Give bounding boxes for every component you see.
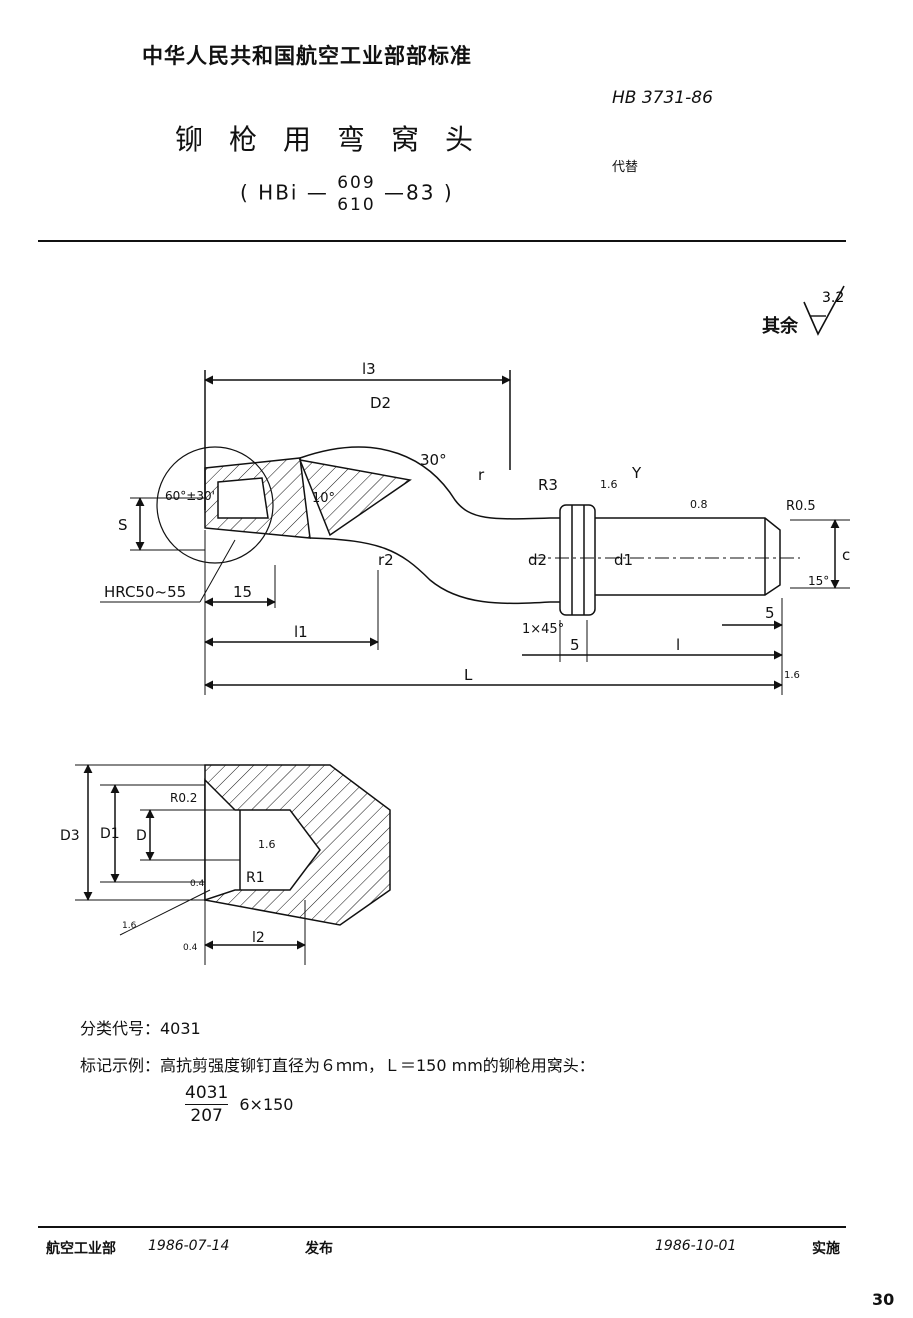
label-15: 15	[233, 583, 252, 601]
label-small-2: 1.6	[122, 921, 137, 931]
label-d2-diam: d2	[528, 551, 547, 569]
fraction-suffix: 6×150	[239, 1095, 294, 1114]
label-angle-60: 60°±30'	[165, 489, 215, 503]
label-r: r	[478, 466, 485, 484]
label-r1: R1	[246, 870, 265, 886]
label-d-detail: D	[136, 828, 147, 844]
label-d1-detail: D1	[100, 826, 120, 842]
subtitle-prefix: ( HBi —	[240, 180, 329, 205]
document-title: 铆枪用弯窝头	[175, 123, 500, 156]
label-r02: R0.2	[170, 791, 197, 805]
label-l1: l1	[294, 623, 308, 641]
label-5-right: 5	[765, 604, 775, 622]
label-rough-16-detail: 1.6	[258, 838, 276, 851]
label-l2: l2	[252, 930, 265, 946]
label-angle-30: 30°	[420, 451, 447, 469]
subtitle-num-bottom: 610	[337, 195, 376, 215]
fraction-top: 4031	[185, 1083, 229, 1105]
label-chamfer: 1×45°	[522, 622, 564, 637]
footer-rule	[38, 1226, 846, 1228]
issuer: 航空工业部	[46, 1241, 116, 1257]
page-number: 30	[872, 1290, 895, 1309]
classification-note: 分类代号：4031	[80, 1019, 201, 1038]
label-angle-10: 10°	[312, 491, 335, 506]
replaces-label: 代替	[612, 160, 639, 175]
marking-example: 标记示例：高抗剪强度铆钉直径为６ｍｍ，Ｌ＝150 mm的铆枪用窝头：	[80, 1056, 595, 1075]
label-rough-08: 0.8	[690, 498, 708, 511]
issue-date: 1986-07-14	[148, 1238, 230, 1254]
label-big-l: L	[464, 666, 473, 684]
label-r3: R3	[538, 476, 558, 494]
subtitle: ( HBi — 609 610 —83 )	[240, 172, 454, 216]
issue-label: 发布	[305, 1241, 333, 1257]
header-rule	[38, 240, 846, 242]
rivet-set-main-drawing: l3 D2 30° r R3 1.6 Y 0.8 R0.5 60°±30' 10…	[100, 360, 850, 695]
label-d2: D2	[370, 394, 391, 412]
label-rough-16: 1.6	[600, 478, 618, 491]
fraction-bottom: 207	[190, 1106, 223, 1126]
label-d3: D3	[60, 828, 80, 844]
label-l: l	[676, 636, 680, 654]
label-d1: d1	[614, 551, 633, 569]
label-l3: l3	[362, 360, 376, 378]
roughness-value: 3.2	[822, 290, 844, 306]
label-hrc: HRC50~55	[104, 583, 186, 601]
label-r2: r2	[378, 551, 394, 569]
head-detail-drawing: D3 D1 D R0.2 1.6 R1 l2 0.4 1.6 0.4	[60, 764, 391, 965]
label-c: c	[842, 546, 850, 564]
label-small-1: 0.4	[190, 879, 205, 889]
standard-number: HB 3731-86	[612, 88, 713, 108]
marking-fraction: 4031 207 6×150	[185, 1082, 293, 1127]
roughness-label: 其余	[762, 316, 798, 337]
roughness-symbol: 3.2	[803, 285, 845, 336]
subtitle-fraction: 609 610	[337, 172, 375, 216]
label-small-3: 0.4	[183, 943, 198, 953]
effective-date: 1986-10-01	[655, 1238, 737, 1254]
label-r05: R0.5	[786, 499, 816, 514]
label-rough-end: 1.6	[784, 670, 800, 681]
effective-label: 实施	[812, 1241, 840, 1257]
subtitle-suffix: —83 )	[384, 180, 454, 205]
label-s: S	[118, 516, 128, 534]
label-angle-15: 15°	[808, 574, 829, 588]
label-5-left: 5	[570, 636, 580, 654]
organization-title: 中华人民共和国航空工业部部标准	[142, 44, 472, 68]
subtitle-num-top: 609	[337, 173, 376, 193]
label-y: Y	[631, 464, 642, 482]
